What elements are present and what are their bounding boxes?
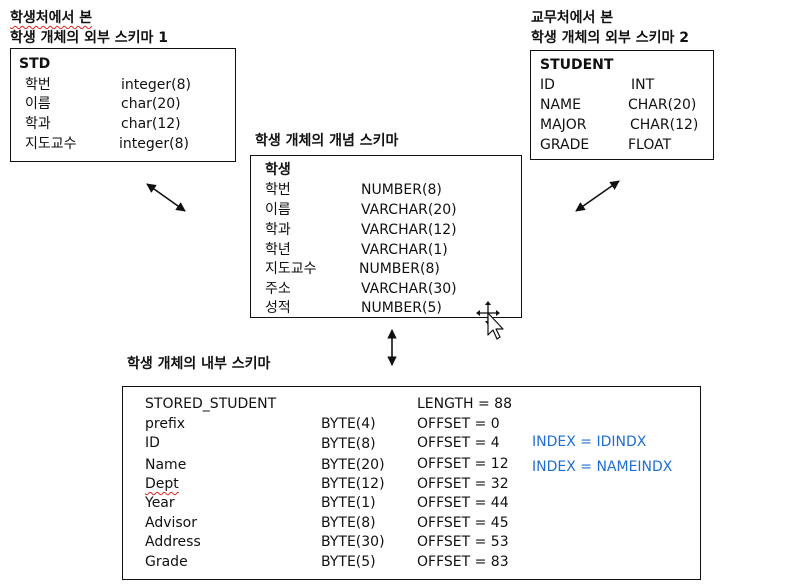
field-type: BYTE(4)	[321, 416, 376, 432]
field-name: 학번	[25, 77, 51, 93]
field-type: BYTE(30)	[321, 534, 385, 550]
external-schema-1-title-line1: 학생처에서 본	[10, 10, 93, 26]
field-type: integer(8)	[119, 136, 189, 152]
field-type: CHAR(20)	[628, 97, 697, 113]
field-type: NUMBER(5)	[361, 300, 442, 316]
field-name: 이름	[25, 96, 51, 112]
field-offset: OFFSET = 12	[417, 456, 509, 472]
field-type: char(20)	[121, 96, 181, 112]
field-name: Grade	[145, 554, 188, 570]
field-type: integer(8)	[121, 77, 191, 93]
field-type: BYTE(20)	[321, 457, 385, 473]
field-type: VARCHAR(20)	[361, 202, 457, 218]
field-type: BYTE(5)	[321, 554, 376, 570]
field-type: INT	[631, 77, 655, 93]
field-type: VARCHAR(1)	[361, 242, 448, 258]
field-name: ID	[145, 435, 160, 451]
field-name: Advisor	[145, 515, 198, 531]
internal-schema-header: STORED_STUDENT	[145, 396, 277, 412]
conceptual-schema-title: 학생 개체의 개념 스키마	[255, 133, 399, 149]
field-name: 성적	[265, 300, 291, 316]
field-name: ID	[540, 77, 555, 93]
conceptual-schema-box: 학생 학번 NUMBER(8) 이름 VARCHAR(20) 학과 VARCHA…	[250, 155, 522, 318]
field-name: 학년	[265, 242, 291, 258]
field-offset: OFFSET = 45	[417, 515, 509, 531]
field-type: char(12)	[121, 116, 181, 132]
index-nameindx: INDEX = NAMEINDX	[532, 459, 673, 475]
field-type: BYTE(12)	[321, 476, 385, 492]
external-schema-2-title-line2: 학생 개체의 외부 스키마 2	[531, 30, 690, 46]
field-type: FLOAT	[628, 137, 672, 153]
external-schema-1-box: STD 학번 integer(8) 이름 char(20) 학과 char(12…	[10, 48, 236, 162]
field-type: BYTE(8)	[321, 515, 376, 531]
field-offset: OFFSET = 4	[417, 435, 500, 451]
field-offset: OFFSET = 0	[417, 416, 500, 432]
move-cursor-icon	[476, 301, 504, 340]
field-name: 학과	[265, 222, 291, 238]
field-name: Year	[145, 495, 175, 511]
external-schema-2-box: STUDENT ID INT NAME CHAR(20) MAJOR CHAR(…	[530, 50, 714, 160]
field-type: VARCHAR(30)	[361, 281, 457, 297]
field-name: 지도교수	[25, 136, 77, 152]
internal-schema-title: 학생 개체의 내부 스키마	[127, 356, 271, 372]
field-name: 이름	[265, 202, 291, 218]
field-offset: OFFSET = 32	[417, 476, 509, 492]
field-type: NUMBER(8)	[359, 261, 440, 277]
index-idindx: INDEX = IDINDX	[532, 434, 647, 450]
internal-schema-box: STORED_STUDENT LENGTH = 88 prefix BYTE(4…	[122, 386, 701, 580]
field-name: prefix	[145, 416, 186, 432]
field-type: BYTE(1)	[321, 495, 376, 511]
field-type: CHAR(12)	[630, 117, 699, 133]
external-schema-1-header: STD	[19, 56, 51, 72]
field-name: 주소	[265, 281, 291, 297]
record-length: LENGTH = 88	[417, 396, 512, 412]
conceptual-schema-header: 학생	[265, 162, 291, 178]
external-schema-2-header: STUDENT	[540, 57, 614, 73]
field-type: BYTE(8)	[321, 436, 376, 452]
field-name: MAJOR	[540, 117, 587, 133]
external2-conceptual-mapping-arrow	[575, 180, 620, 212]
field-offset: OFFSET = 53	[417, 534, 509, 550]
field-name: 학과	[25, 116, 51, 132]
field-name: GRADE	[540, 137, 590, 153]
field-offset: OFFSET = 83	[417, 554, 509, 570]
field-name: Name	[145, 457, 187, 473]
field-type: NUMBER(8)	[361, 182, 442, 198]
field-name: 지도교수	[265, 261, 317, 277]
field-name: 학번	[265, 182, 291, 198]
field-name: Dept	[145, 476, 179, 492]
field-type: VARCHAR(12)	[361, 222, 457, 238]
external1-conceptual-mapping-arrow	[146, 183, 186, 212]
field-name: NAME	[540, 97, 581, 113]
external-schema-1-title-line2: 학생 개체의 외부 스키마 1	[10, 30, 169, 46]
field-offset: OFFSET = 44	[417, 495, 509, 511]
field-name: Address	[145, 534, 201, 550]
external-schema-2-title-line1: 교무처에서 본	[531, 10, 614, 26]
